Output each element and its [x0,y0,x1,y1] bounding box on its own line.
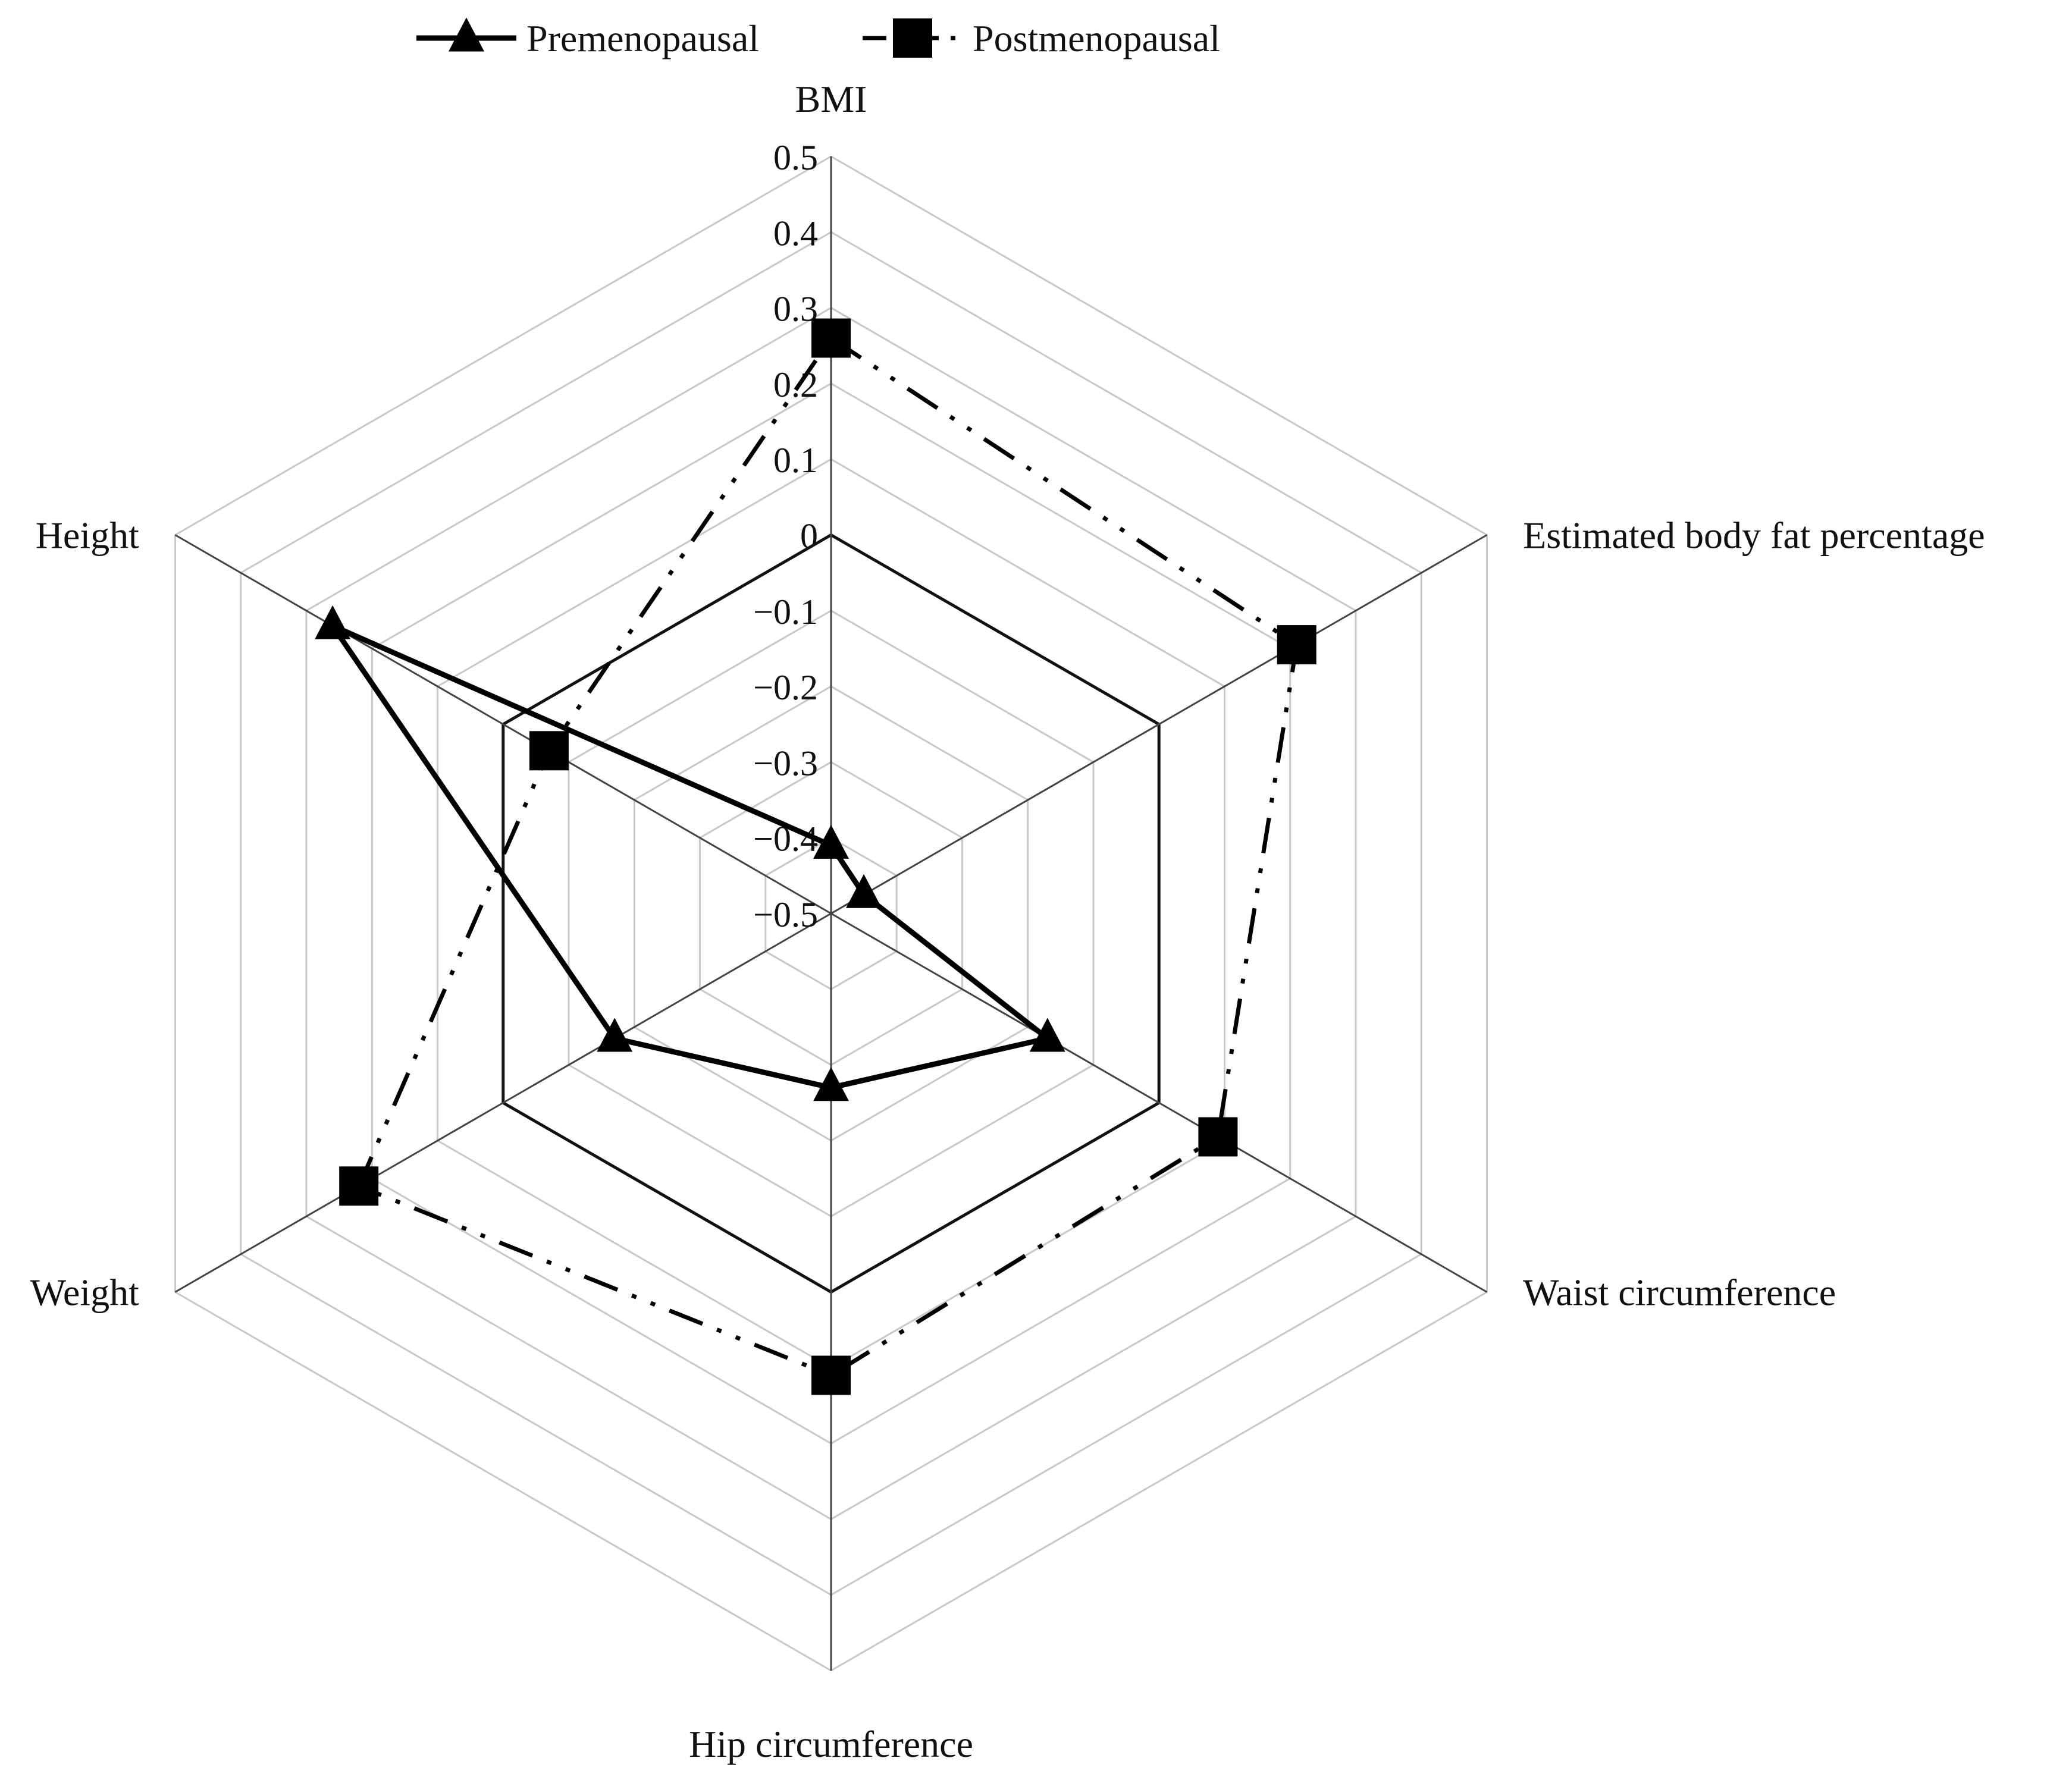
spoke-layer [174,156,1488,1671]
data-point-premenopausal-waist-circumference [1029,1018,1065,1052]
tick-label: −0.2 [753,668,818,707]
tick-label: 0 [800,517,818,556]
category-label-bmi: BMI [795,78,867,120]
legend-item-postmenopausal: Postmenopausal [863,17,1220,59]
category-label-estimated-body-fat-percentage: Estimated body fat percentage [1523,514,1985,557]
data-point-postmenopausal-weight [339,1166,379,1206]
series-premenopausal [315,605,1065,1101]
tick-label: 0.4 [773,214,818,253]
data-point-postmenopausal-waist-circumference [1198,1117,1238,1157]
data-point-premenopausal-bmi [813,824,849,859]
data-point-premenopausal-estimated-body-fat-percentage [846,874,882,908]
category-label-waist-circumference: Waist circumference [1523,1272,1836,1314]
series-layer [315,318,1316,1395]
series-line-premenopausal [330,623,1051,1091]
tick-labels: 0.50.40.30.20.10−0.1−0.2−0.3−0.4−0.5 [753,138,818,934]
data-point-premenopausal-weight [597,1018,633,1052]
tick-label: 0.1 [773,441,818,480]
axis-spoke-weight [174,912,832,1293]
tick-label: 0.5 [773,138,818,177]
data-point-postmenopausal-estimated-body-fat-percentage [1277,625,1316,665]
tick-label: 0.2 [773,365,818,404]
tick-label: −0.3 [753,743,818,783]
legend-label: Premenopausal [526,17,759,59]
data-point-postmenopausal-hip-circumference [811,1355,851,1395]
data-point-postmenopausal-height [529,731,569,771]
legend: Premenopausal Postmenopausal [416,17,1220,59]
category-label-hip-circumference: Hip circumference [689,1723,973,1765]
tick-label: −0.5 [753,895,818,934]
legend-label: Postmenopausal [973,17,1220,59]
tick-label: 0.3 [773,290,818,329]
data-point-postmenopausal-bmi [811,318,851,358]
legend-marker-postmenopausal [893,18,932,58]
category-label-weight: Weight [30,1272,139,1314]
legend-marker-premenopausal [449,17,484,52]
legend-item-premenopausal: Premenopausal [416,17,759,59]
series-postmenopausal [339,318,1316,1395]
tick-label: −0.1 [753,592,818,632]
axis-spoke-estimated-body-fat-percentage [830,534,1488,915]
data-point-premenopausal-height [315,605,351,639]
data-point-premenopausal-hip-circumference [813,1067,849,1101]
axis-spoke-waist-circumference [830,912,1488,1293]
category-label-height: Height [36,514,139,557]
axis-spoke-height [174,534,832,915]
